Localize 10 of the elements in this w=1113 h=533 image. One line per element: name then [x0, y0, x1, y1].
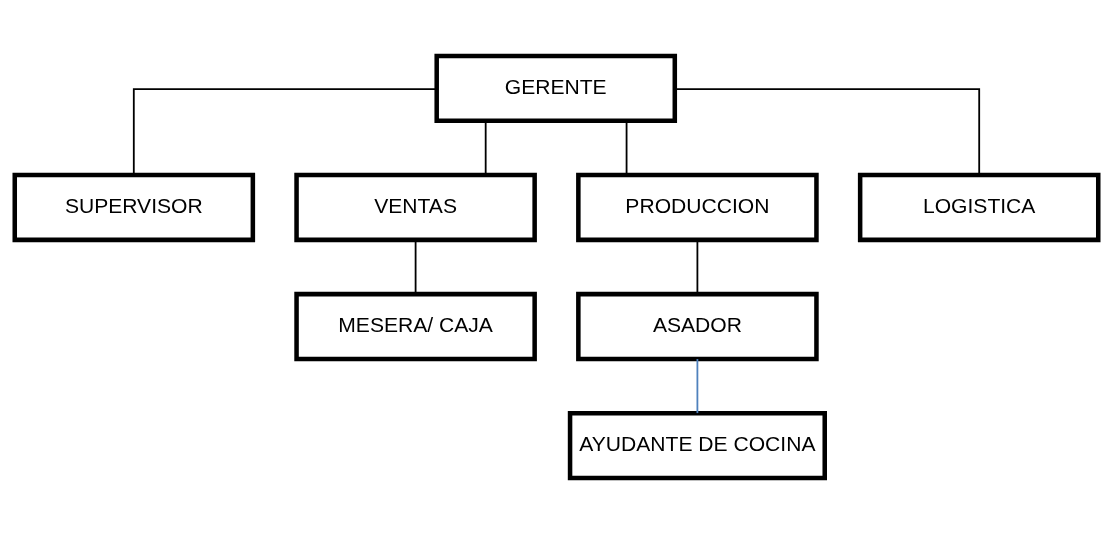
connector: [696, 357, 699, 414]
connector: [132, 87, 438, 175]
node-box: GERENTE: [434, 53, 678, 123]
node-box: VENTAS: [294, 172, 537, 242]
node-box: ASADOR: [576, 291, 819, 361]
node-box: SUPERVISOR: [12, 172, 256, 242]
node-box: MESERA/ CAJA: [294, 291, 537, 361]
node-box: PRODUCCION: [576, 172, 819, 242]
node-box: AYUDANTE DE COCINA: [567, 410, 827, 480]
node-box: LOGISTICA: [857, 172, 1101, 242]
